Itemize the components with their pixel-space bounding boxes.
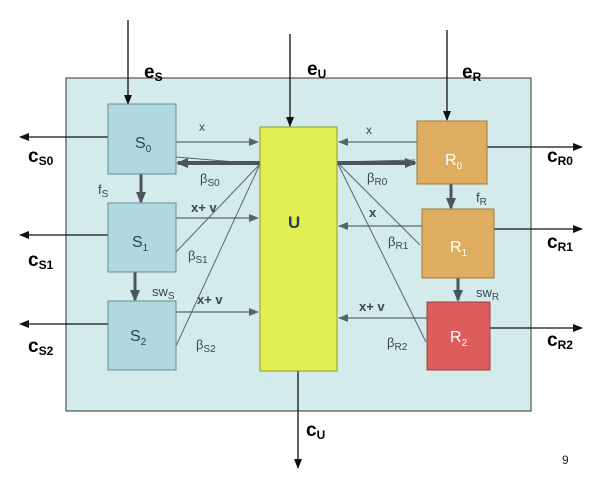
- edge-label-x-s1: x+ v: [191, 200, 217, 215]
- node-r1-label: R1: [450, 239, 468, 259]
- edge-label-x-s0: x: [199, 120, 205, 134]
- page-number: 9: [562, 453, 569, 467]
- edge-label-x-r0: x: [366, 123, 372, 137]
- input-er-label: eR: [462, 62, 482, 84]
- edge-label-x-r1: x: [369, 205, 377, 220]
- fan-line-r1: [336, 161, 421, 246]
- edge-label-beta-r2: βR2: [387, 335, 408, 353]
- output-cs1-label: cS1: [28, 250, 54, 272]
- edge-label-beta-r1: βR1: [388, 234, 409, 252]
- node-s2-label: S2: [130, 328, 147, 348]
- fan-line-s1: [175, 163, 261, 253]
- fan-line-s2: [175, 163, 261, 347]
- output-cr0-label: cR0: [547, 146, 573, 168]
- edge-label-beta-s2: βS2: [196, 337, 216, 355]
- edge-label-swr: swR: [476, 285, 499, 303]
- node-r2-box: [426, 301, 491, 371]
- node-r0-box: [416, 120, 488, 185]
- output-cs0-label: cS0: [28, 146, 54, 168]
- edge-label-beta-s1: βS1: [188, 248, 208, 266]
- node-s1-label: S1: [132, 234, 149, 254]
- node-s1-box: [107, 202, 177, 273]
- node-u-box: [259, 126, 338, 372]
- input-eu-label: eU: [307, 59, 326, 81]
- edge-label-x-s2: x+ v: [197, 292, 223, 307]
- node-s2-box: [107, 300, 177, 371]
- fan-line-r2: [336, 161, 427, 343]
- edge-label-fs: fS: [98, 182, 109, 200]
- node-u-label: U: [288, 213, 300, 232]
- node-s0-box: [107, 103, 177, 175]
- edge-label-beta-r0: βR0: [367, 170, 388, 188]
- edge-label-sws: swS: [152, 284, 175, 302]
- output-cr2-label: cR2: [547, 330, 573, 352]
- output-cr1-label: cR1: [547, 232, 573, 254]
- node-r2-label: R2: [450, 329, 468, 349]
- input-es-label: eS: [144, 62, 163, 84]
- output-cu-label: cU: [306, 420, 325, 442]
- output-cs2-label: cS2: [28, 336, 54, 358]
- node-r1-box: [421, 208, 495, 279]
- node-s0-label: S0: [135, 135, 152, 155]
- edge-label-x-r2: x+ v: [359, 299, 385, 314]
- edge-label-beta-s0: βS0: [200, 171, 220, 189]
- node-r0-label: R0: [445, 152, 463, 172]
- edge-label-fr: fR: [476, 190, 487, 208]
